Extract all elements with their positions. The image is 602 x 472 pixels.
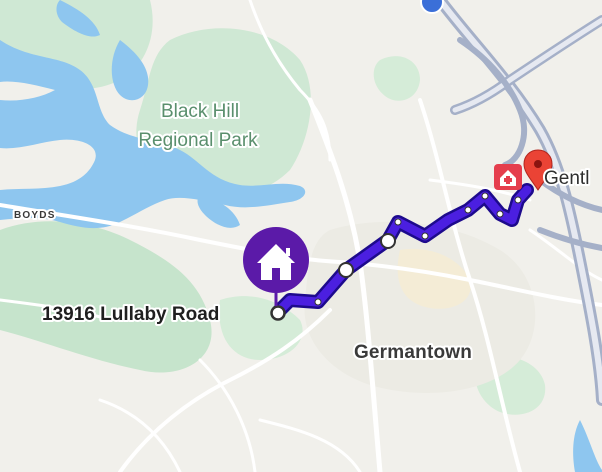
waypoint-dot bbox=[338, 262, 354, 278]
boyds-label: BOYDS bbox=[14, 210, 56, 221]
highways bbox=[434, 0, 602, 406]
map-labels: Black Hill Regional Park BOYDS Germantow… bbox=[12, 99, 591, 365]
destination-label: Gentl bbox=[544, 168, 589, 189]
park-label-line1: Black Hill bbox=[161, 101, 239, 122]
waypoint-dot bbox=[380, 233, 396, 249]
home-icon bbox=[257, 244, 295, 280]
route-line[interactable] bbox=[271, 183, 534, 319]
germantown-label: Germantown bbox=[354, 342, 472, 363]
hospital-icon bbox=[500, 170, 516, 186]
highway-shield-icon[interactable] bbox=[420, 0, 444, 14]
origin-dot[interactable] bbox=[270, 305, 286, 321]
southwest-park-area bbox=[0, 221, 212, 373]
park-label-line2: Regional Park bbox=[138, 130, 258, 151]
map-pin-icon[interactable] bbox=[523, 149, 553, 191]
hospital-marker[interactable] bbox=[494, 164, 522, 190]
address-label: 13916 Lullaby Road bbox=[42, 304, 219, 325]
route-waypoints bbox=[314, 192, 522, 306]
home-marker[interactable] bbox=[243, 227, 309, 306]
